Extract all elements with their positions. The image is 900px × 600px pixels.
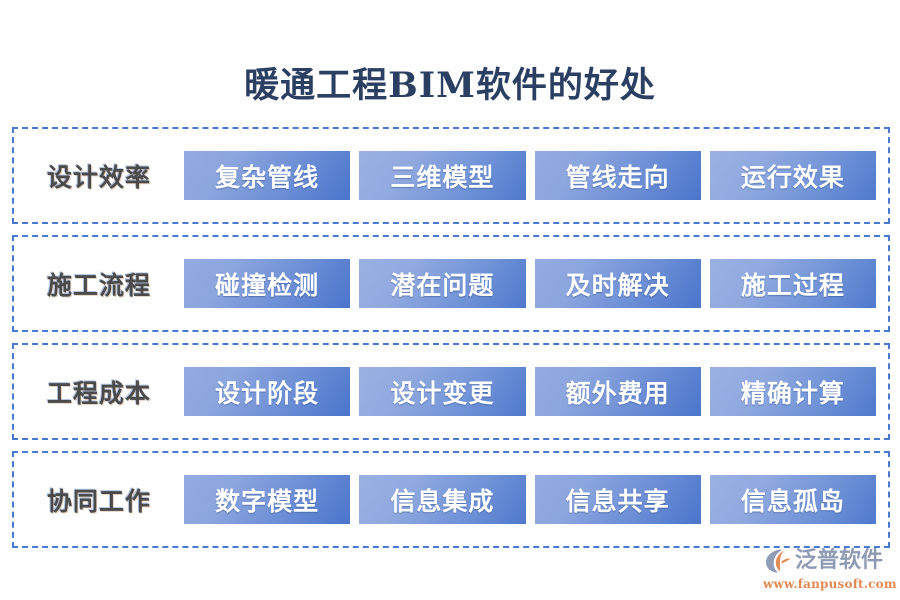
row-label-3: 工程成本 xyxy=(46,378,151,408)
category-row-4: 协同工作 数字模型 信息集成 信息共享 信息孤岛 xyxy=(12,451,890,548)
page-title: 暖通工程BIM软件的好处 xyxy=(244,65,656,106)
cards-container-4: 数字模型 信息集成 信息共享 信息孤岛 xyxy=(184,475,888,524)
card-item[interactable]: 运行效果 xyxy=(709,151,876,200)
cards-container-1: 复杂管线 三维模型 管线走向 运行效果 xyxy=(184,151,888,200)
card-item[interactable]: 三维模型 xyxy=(359,151,526,200)
card-item[interactable]: 设计变更 xyxy=(359,367,526,416)
card-item[interactable]: 精确计算 xyxy=(709,367,876,416)
category-row-3: 工程成本 设计阶段 设计变更 额外费用 精确计算 xyxy=(12,343,890,440)
category-row-1: 设计效率 复杂管线 三维模型 管线走向 运行效果 xyxy=(12,127,890,224)
brand-logo: 泛普软件 www.fanpusoft.com xyxy=(762,546,897,592)
card-item[interactable]: 信息共享 xyxy=(534,475,701,524)
category-row-2: 施工流程 碰撞检测 潜在问题 及时解决 施工过程 xyxy=(12,235,890,332)
card-item[interactable]: 碰撞检测 xyxy=(184,259,351,308)
card-item[interactable]: 额外费用 xyxy=(534,367,701,416)
card-item[interactable]: 及时解决 xyxy=(534,259,701,308)
card-item[interactable]: 数字模型 xyxy=(184,475,351,524)
card-item[interactable]: 施工过程 xyxy=(709,259,876,308)
card-item[interactable]: 信息孤岛 xyxy=(709,475,876,524)
row-label-1: 设计效率 xyxy=(46,162,151,192)
row-label-4: 协同工作 xyxy=(46,486,151,516)
cards-container-2: 碰撞检测 潜在问题 及时解决 施工过程 xyxy=(184,259,888,308)
fanpu-swoosh-icon xyxy=(762,547,792,575)
cards-container-3: 设计阶段 设计变更 额外费用 精确计算 xyxy=(184,367,888,416)
logo-top-line: 泛普软件 xyxy=(762,546,890,576)
card-item[interactable]: 复杂管线 xyxy=(184,151,351,200)
logo-url: www.fanpusoft.com xyxy=(763,577,897,591)
card-item[interactable]: 设计阶段 xyxy=(184,367,351,416)
logo-name: 泛普软件 xyxy=(795,548,884,573)
rows-container: 设计效率 复杂管线 三维模型 管线走向 运行效果 施工流程 碰撞检测 潜在问题 … xyxy=(12,127,890,548)
card-item[interactable]: 潜在问题 xyxy=(359,259,526,308)
row-label-2: 施工流程 xyxy=(46,270,151,300)
card-item[interactable]: 信息集成 xyxy=(359,475,526,524)
card-item[interactable]: 管线走向 xyxy=(534,151,701,200)
